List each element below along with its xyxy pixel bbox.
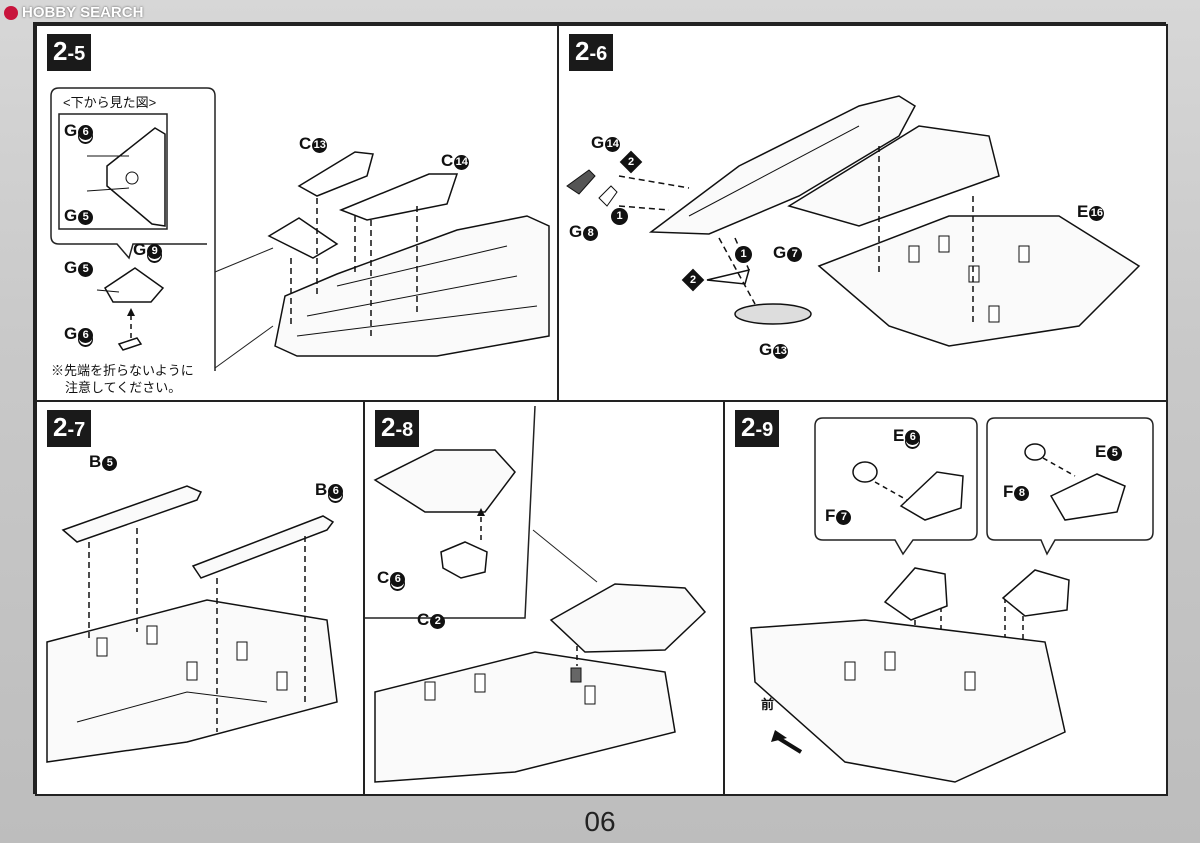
watermark-logo-icon: [4, 5, 18, 20]
order-badge-2a: 2: [619, 150, 643, 174]
step-2-5-illustration: [50, 87, 550, 371]
watermark: HOBBY SEARCH: [4, 4, 143, 21]
order-badge-2b: 2: [681, 268, 705, 292]
watermark-text: HOBBY SEARCH: [22, 4, 144, 21]
step-2-7-illustration: [46, 485, 338, 763]
step-2-7-badge: 2-7: [47, 410, 92, 447]
step-2-5-panel: 2-5: [35, 24, 559, 402]
order-badge-1a: 1: [611, 208, 628, 225]
step-2-8-badge: 2-8: [375, 410, 420, 447]
step-2-6-badge: 2-6: [569, 34, 614, 71]
page-number: 06: [584, 806, 616, 837]
caution-note: ※先端を折らないように 注意してください。: [51, 362, 194, 396]
caution-note-line1: ※先端を折らないように: [51, 363, 194, 378]
front-direction-label: 前: [761, 697, 775, 712]
step-2-8-illustration: [365, 405, 707, 783]
step-2-9-illustration: [750, 417, 1154, 783]
inset-title: <下から見た図>: [63, 95, 157, 110]
caution-note-line2: 注意してください。: [65, 380, 182, 395]
step-2-9-badge: 2-9: [735, 410, 780, 447]
step-2-6-illustration: [566, 95, 1141, 347]
step-2-9-panel: 2-9: [723, 400, 1168, 796]
instruction-sheet: 2-5: [33, 22, 1168, 796]
step-2-5-badge: 2-5: [47, 34, 92, 71]
step-2-6-panel: 2-6: [557, 24, 1168, 402]
order-badge-1b: 1: [735, 246, 752, 263]
